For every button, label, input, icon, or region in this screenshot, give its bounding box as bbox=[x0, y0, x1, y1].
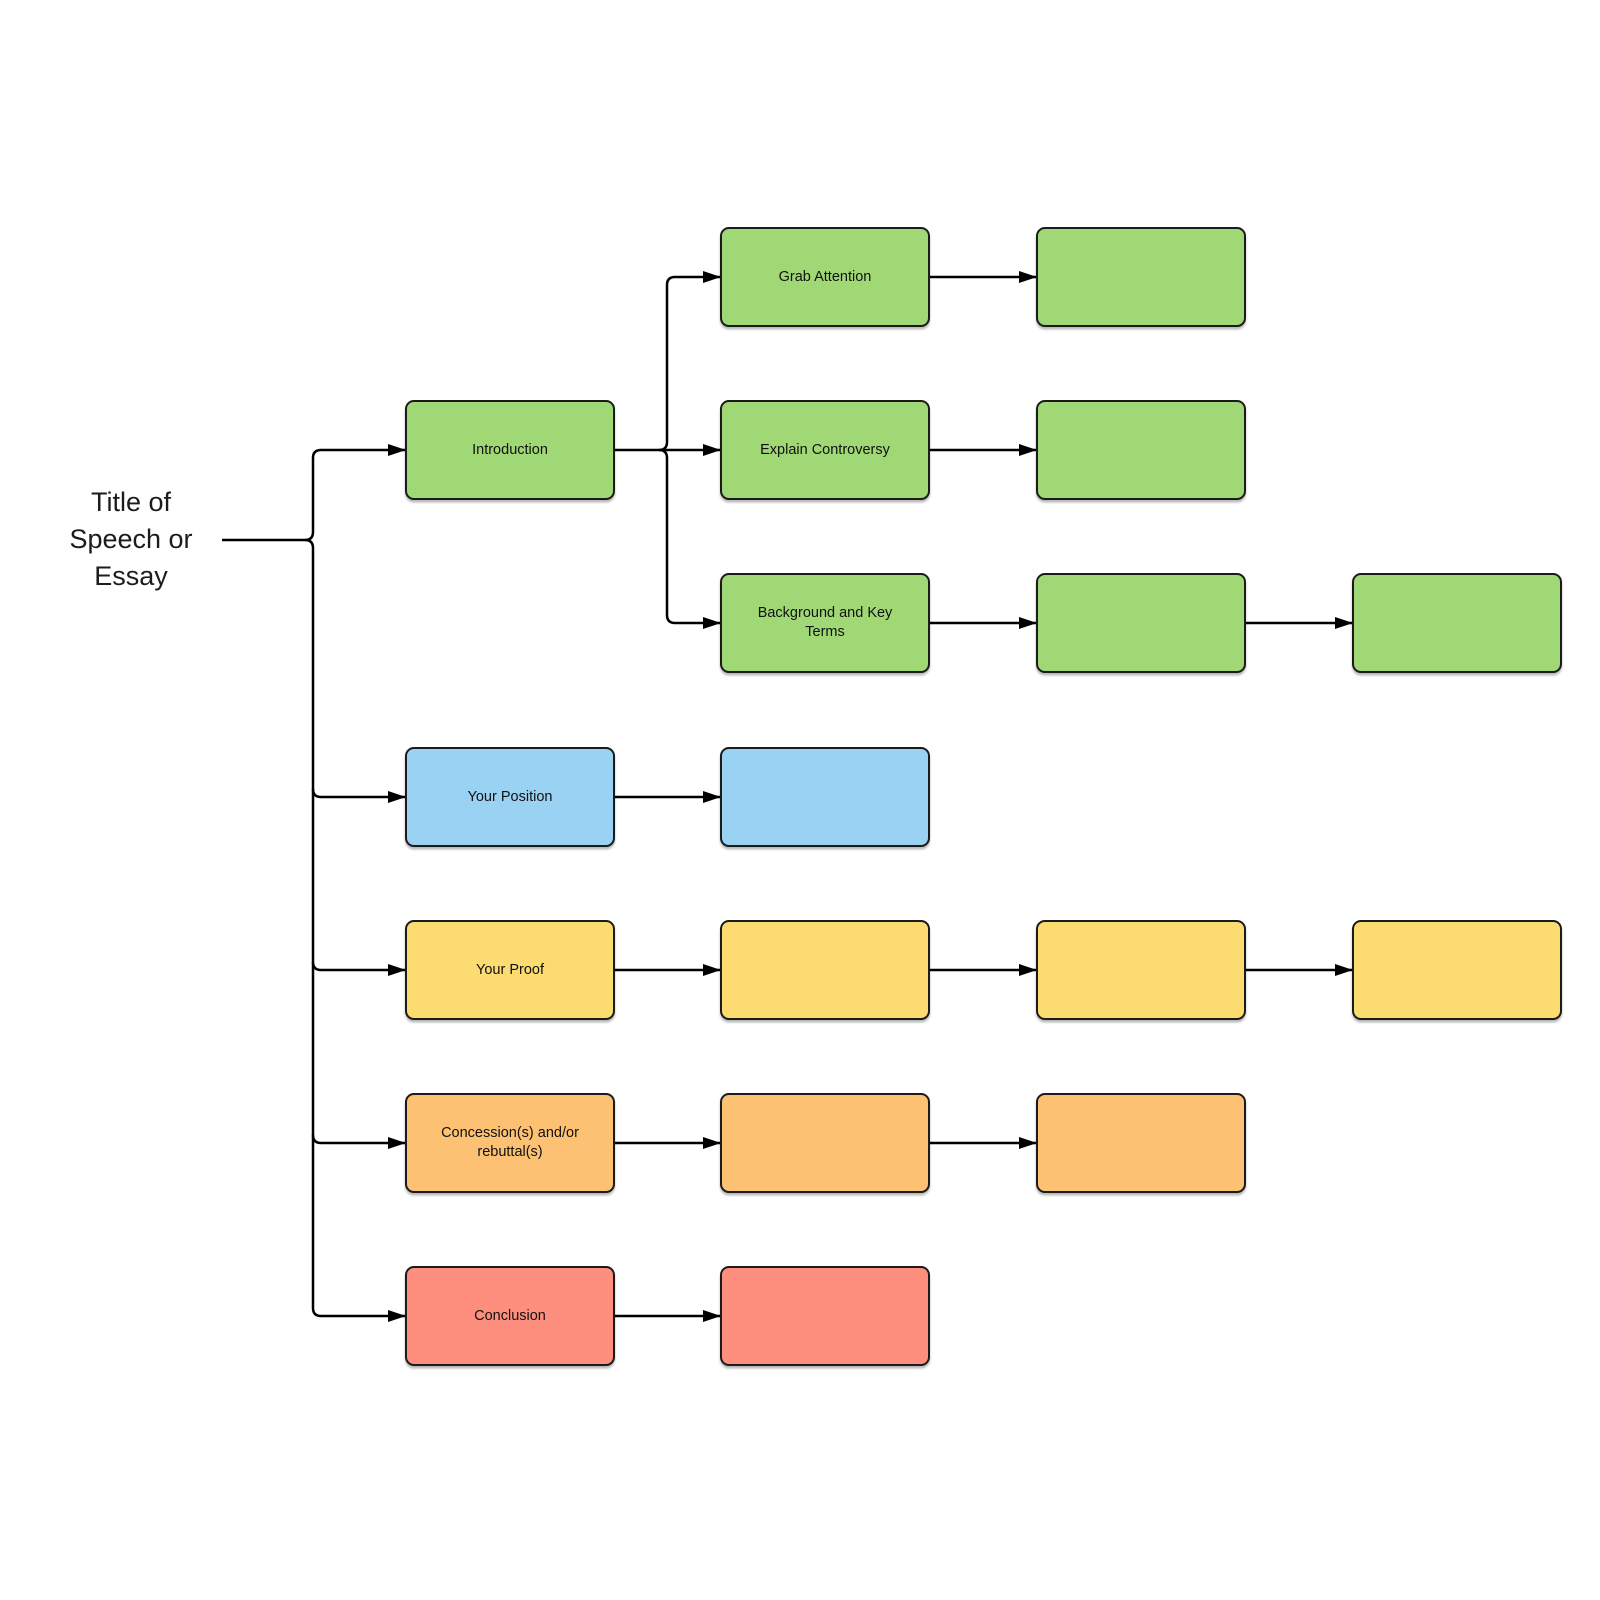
node-concession-rebuttal[interactable]: Concession(s) and/or rebuttal(s) bbox=[405, 1093, 615, 1193]
node-background-key-terms[interactable]: Background and Key Terms bbox=[720, 573, 930, 673]
node-conclusion-detail[interactable] bbox=[720, 1266, 930, 1366]
connector-title-to-your-proof bbox=[311, 961, 406, 976]
node-grab-attention[interactable]: Grab Attention bbox=[720, 227, 930, 327]
node-explain-controversy[interactable]: Explain Controversy bbox=[720, 400, 930, 500]
node-your-proof-detail-2[interactable] bbox=[1036, 920, 1246, 1020]
node-introduction[interactable]: Introduction bbox=[405, 400, 615, 500]
node-background-detail-1[interactable] bbox=[1036, 573, 1246, 673]
node-grab-attention-detail[interactable] bbox=[1036, 227, 1246, 327]
connector-introduction-to-grab-attention bbox=[658, 271, 721, 452]
node-your-position[interactable]: Your Position bbox=[405, 747, 615, 847]
node-concession-detail-1[interactable] bbox=[720, 1093, 930, 1193]
node-your-proof-detail-1[interactable] bbox=[720, 920, 930, 1020]
connector-title-to-your-position bbox=[311, 788, 406, 803]
node-your-proof-detail-3[interactable] bbox=[1352, 920, 1562, 1020]
node-your-proof[interactable]: Your Proof bbox=[405, 920, 615, 1020]
node-your-position-detail[interactable] bbox=[720, 747, 930, 847]
title-text[interactable]: Title of Speech or Essay bbox=[69, 487, 193, 591]
connector-introduction-to-background-key-terms bbox=[658, 448, 721, 629]
node-concession-detail-2[interactable] bbox=[1036, 1093, 1246, 1193]
node-background-detail-2[interactable] bbox=[1352, 573, 1562, 673]
connector-title-to-concession-rebuttal bbox=[311, 1134, 406, 1149]
node-explain-controversy-detail[interactable] bbox=[1036, 400, 1246, 500]
connector-title-to-conclusion bbox=[304, 538, 406, 1322]
node-conclusion[interactable]: Conclusion bbox=[405, 1266, 615, 1366]
connector-title-to-introduction bbox=[222, 450, 405, 542]
